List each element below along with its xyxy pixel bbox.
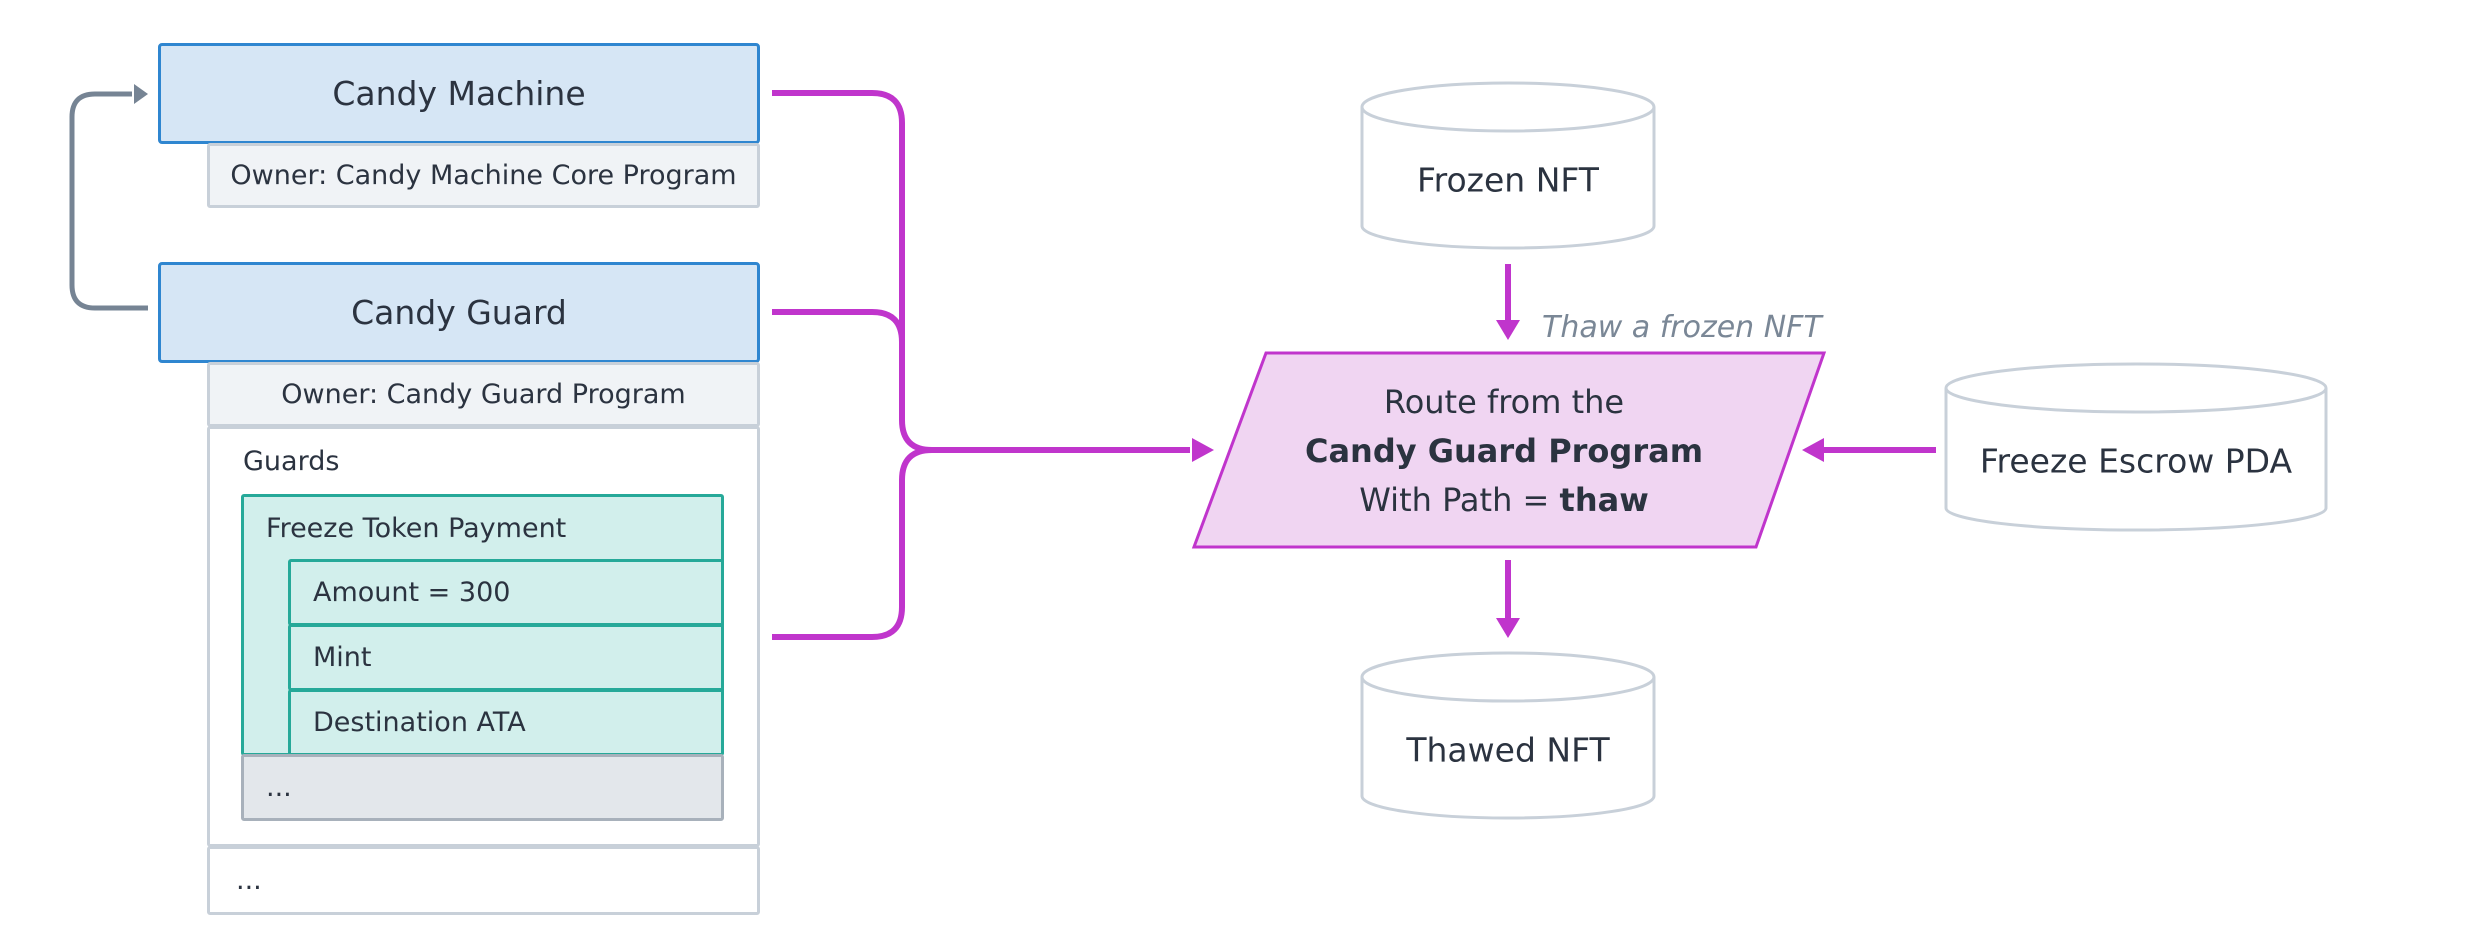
route-line-1: Route from the <box>1384 383 1624 421</box>
escrow-cylinder <box>1944 362 2328 532</box>
escrow-arrowhead <box>1802 438 1824 462</box>
guard-setting-mint: Mint <box>288 624 724 691</box>
candy-machine-owner-label: Owner: Candy Machine Core Program <box>230 160 737 191</box>
thawed-nft-label: Thawed NFT <box>1406 730 1610 770</box>
thaw-arrowhead <box>1496 320 1520 340</box>
candy-machine-owner: Owner: Candy Machine Core Program <box>207 143 760 208</box>
output-arrowhead <box>1496 618 1520 638</box>
more-fields-label: ... <box>236 865 262 896</box>
more-guards-label: ... <box>266 772 292 803</box>
guard-setting-amount: Amount = 300 <box>288 559 724 626</box>
candy-machine-title: Candy Machine <box>332 74 586 113</box>
more-fields: ... <box>207 846 760 915</box>
thawed-nft-cylinder <box>1360 651 1656 820</box>
route-line-3: With Path = thaw <box>1359 481 1649 519</box>
route-path-value: thaw <box>1559 481 1649 519</box>
guard-setting-destination: Destination ATA <box>288 689 724 756</box>
candy-machine-account: Candy Machine <box>158 43 760 144</box>
self-reference-arrowhead <box>134 84 148 104</box>
candy-guard-account: Candy Guard <box>158 262 760 363</box>
brace-connector-bottom <box>772 447 933 640</box>
self-reference-connector <box>69 91 148 311</box>
route-line-1-text: Route from the <box>1383 383 1625 421</box>
guard-setting-mint-label: Mint <box>313 642 372 673</box>
route-parallelogram <box>1191 351 1827 549</box>
route-line-2: Candy Guard Program <box>1305 432 1703 470</box>
frozen-nft-label: Frozen NFT <box>1417 160 1599 200</box>
guard-name: Freeze Token Payment <box>266 513 567 544</box>
candy-guard-owner: Owner: Candy Guard Program <box>207 362 760 427</box>
guards-heading: Guards <box>243 446 340 477</box>
brace-connector <box>772 90 1190 453</box>
route-line-2-text: Candy Guard Program <box>1304 432 1704 470</box>
brace-connector-middle <box>772 309 905 420</box>
thaw-annotation: Thaw a frozen NFT <box>1542 310 1822 345</box>
guard-setting-amount-label: Amount = 300 <box>313 577 511 608</box>
route-path-prefix: With Path = <box>1359 481 1560 519</box>
escrow-label: Freeze Escrow PDA <box>1979 441 2293 481</box>
candy-guard-title: Candy Guard <box>351 293 567 332</box>
frozen-nft-cylinder <box>1360 81 1656 250</box>
route-input-arrowhead <box>1192 438 1214 462</box>
more-guards: ... <box>241 754 724 821</box>
guard-setting-destination-label: Destination ATA <box>313 707 526 738</box>
candy-guard-owner-label: Owner: Candy Guard Program <box>281 379 686 410</box>
